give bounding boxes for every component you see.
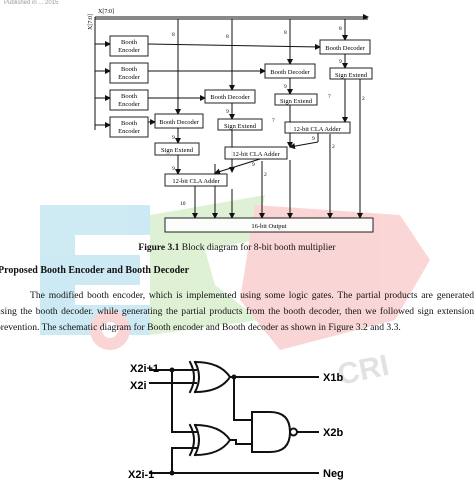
encoder-label-4a: Booth	[121, 120, 138, 127]
encoder-label-1a: Booth	[121, 39, 138, 46]
encoder-label-3b: Encoder	[118, 101, 140, 108]
adder-label-1: 12-bit CLA Adder	[293, 126, 341, 133]
decoder-label-1: Booth Decoder	[325, 45, 365, 52]
encoder-label-2b: Encoder	[118, 74, 140, 81]
wire-label: 9	[339, 59, 342, 65]
output-label: 16-bit Output	[251, 223, 286, 230]
wire-label: 2	[362, 96, 365, 102]
paragraph-line-2: booth decoder. while generating the part…	[0, 306, 474, 333]
wire-label: 9	[172, 135, 175, 141]
adder-label-2: 12-bit CLA Adder	[232, 151, 280, 158]
decoder-label-2: Booth Decoder	[270, 69, 310, 76]
input-label-x2i-plus-1: X2i+1	[130, 363, 159, 375]
wire-label: 9	[172, 166, 175, 172]
encoder-label-3a: Booth	[121, 93, 138, 100]
decoder-label-4: Booth Decoder	[159, 119, 199, 126]
caption-text: Block diagram for 8-bit booth multiplier	[179, 243, 336, 253]
wire-label: 8	[226, 34, 229, 40]
wire-label: 9	[226, 109, 229, 115]
encoder-label-2a: Booth	[121, 66, 138, 73]
wire-label: 9	[252, 162, 255, 168]
sign-extend-label-1: Sign Extend	[335, 72, 368, 79]
sign-extend-label-3: Sign Extend	[224, 123, 257, 130]
adder-label-3: 12-bit CLA Adder	[172, 178, 220, 185]
page-header: Published in ... 2015	[4, 0, 59, 6]
wire-label: 9	[284, 84, 287, 90]
encoder-label-1b: Encoder	[118, 47, 140, 54]
wire-label: 7	[272, 118, 275, 124]
output-label-x2b: X2b	[323, 427, 343, 439]
paragraph-line-3: schematic diagram for Booth encoder and …	[58, 322, 401, 333]
wire-label: 10	[180, 201, 186, 207]
caption-prefix: Figure 3.1	[138, 243, 180, 253]
wire-label: 8	[172, 32, 175, 38]
figure-caption: Figure 3.1 Block diagram for 8-bit booth…	[0, 243, 474, 253]
section-heading: Proposed Booth Encoder and Booth Decoder	[0, 265, 190, 276]
output-label-neg: Neg	[323, 468, 344, 480]
output-label-x1b: X1b	[323, 372, 343, 384]
wire-label: 2	[332, 144, 335, 150]
wire-label: 2	[264, 172, 267, 178]
paragraph-line-1: The modified booth encoder, which is imp…	[0, 290, 474, 317]
bus-label-top: X[7:0]	[98, 9, 114, 15]
sign-extend-label-4: Sign Extend	[161, 147, 194, 154]
input-label-x2i-minus-1: X2i-1	[128, 469, 154, 481]
wire-label: 7	[328, 94, 331, 100]
figure-3-1-block-diagram: X[7:0] X[7:0] Booth Encoder Booth Encode…	[88, 9, 374, 233]
sign-extend-label-2: Sign Extend	[280, 98, 313, 105]
input-label-x2i: X2i	[130, 380, 147, 392]
bus-label-left: X[7:0]	[88, 14, 94, 30]
decoder-label-3: Booth Decoder	[210, 94, 250, 101]
wire-label: 8	[284, 30, 287, 36]
body-paragraph: The modified booth encoder, which is imp…	[0, 288, 474, 336]
wire-label: 9	[312, 136, 315, 142]
encoder-label-4b: Encoder	[118, 128, 140, 135]
wire-label: 8	[339, 26, 342, 32]
